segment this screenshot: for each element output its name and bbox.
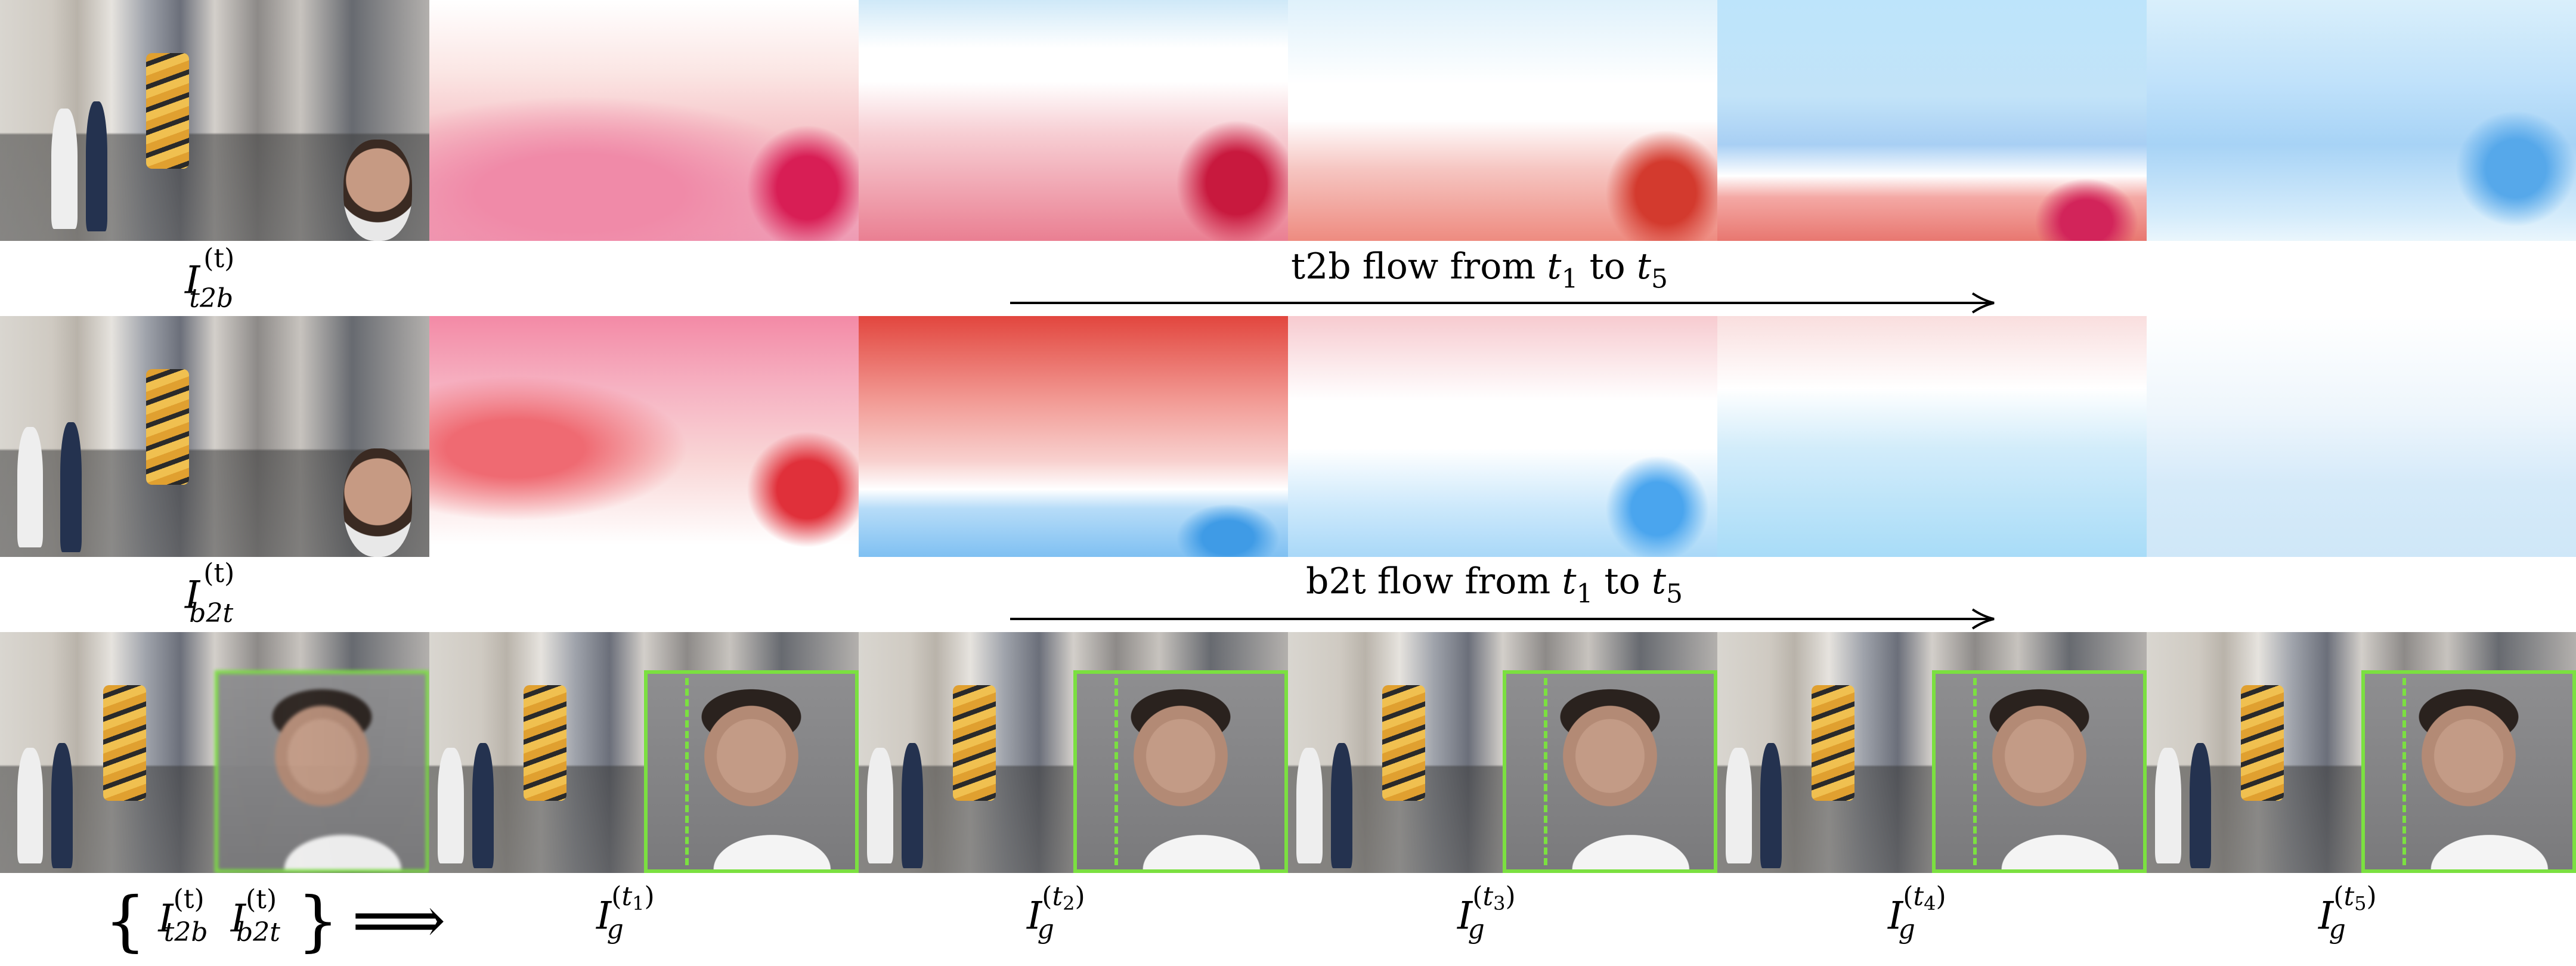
output-t5-sub: g <box>2329 914 2346 945</box>
b2t-flow-t2 <box>859 316 1288 557</box>
input-set-label: { I(t)t2b I(t)b2t } <box>104 883 404 959</box>
b2t-caption-to-var: t <box>1651 561 1666 602</box>
output-t2-sup-sub: 2 <box>1063 892 1075 915</box>
output-t3-base: I <box>1457 894 1473 939</box>
b2t-flow-t4 <box>1717 316 2147 557</box>
output-t3-sub: g <box>1467 914 1485 945</box>
t2b-caption-from-var: t <box>1547 246 1562 287</box>
generated-frame-t4 <box>1717 632 2147 873</box>
b2t-label: I(t) b2t <box>185 558 275 628</box>
b2t-caption-text: b2t flow from <box>1306 561 1562 602</box>
t2b-flow-caption: t2b flow from t1 to t5 <box>1291 246 1668 294</box>
t2b-flow-t2 <box>859 0 1288 241</box>
output-t5-sup: (t5) <box>2333 881 2377 915</box>
face-inset-t5 <box>2361 670 2576 873</box>
input-set-second-sup: (t) <box>246 884 277 915</box>
output-t1-sub: g <box>606 914 624 945</box>
output-t2-sub: g <box>1037 914 1054 945</box>
output-t1-sup-var: t <box>621 881 633 912</box>
input-set-open-brace: { <box>104 883 146 959</box>
b2t-flow-caption: b2t flow from t1 to t5 <box>1306 561 1683 609</box>
generated-frame-t2 <box>859 632 1288 873</box>
output-label-t4: I(t4)g <box>1888 881 1963 945</box>
output-t1-sup: (t1) <box>611 881 655 915</box>
t2b-label-sub: t2b <box>189 283 234 314</box>
output-t5-sup-sub: 5 <box>2354 892 2367 915</box>
input-set-second-base: I <box>230 897 246 942</box>
t2b-caption-to-sub: 5 <box>1651 264 1668 295</box>
output-t3-sup-sub: 3 <box>1493 892 1506 915</box>
input-set-first-sup: (t) <box>173 884 205 915</box>
output-t2-sup-var: t <box>1052 881 1063 912</box>
output-t5-base: I <box>2318 894 2334 939</box>
t2b-flow-t3 <box>1288 0 1717 241</box>
b2t-flow-t3 <box>1288 316 1717 557</box>
input-set-first-base: I <box>158 897 174 942</box>
output-label-t5: I(t5)g <box>2318 881 2394 945</box>
b2t-flow-t5 <box>2147 316 2576 557</box>
b2t-caption-to-sub: 5 <box>1665 578 1683 609</box>
b2t-label-base: I <box>185 573 200 618</box>
generated-frame-t5 <box>2147 632 2576 873</box>
t2b-caption-text: t2b flow from <box>1291 246 1547 287</box>
output-t1-base: I <box>596 894 612 939</box>
generated-frame-input <box>0 632 429 873</box>
input-set-first-sub: t2b <box>163 917 208 948</box>
b2t-flow-arrow <box>1010 608 1995 630</box>
output-t2-sup: (t2) <box>1042 881 1085 915</box>
t2b-label: I(t) t2b <box>185 243 275 314</box>
implies-arrow: ⟹ <box>352 887 446 953</box>
b2t-caption-to-word: to <box>1593 561 1652 602</box>
t2b-label-base: I <box>185 258 200 303</box>
output-t4-sup-var: t <box>1913 881 1924 912</box>
t2b-flow-t5 <box>2147 0 2576 241</box>
input-set-second-sub: b2t <box>236 917 280 948</box>
output-t4-sup: (t4) <box>1903 881 1946 915</box>
blended-face-inset <box>215 670 429 873</box>
t2b-caption-from-sub: 1 <box>1561 264 1578 295</box>
b2t-caption-from-var: t <box>1562 561 1577 602</box>
b2t-label-sub: b2t <box>189 597 234 628</box>
t2b-flow-t1 <box>429 0 859 241</box>
output-t3-sup-var: t <box>1482 881 1494 912</box>
output-t4-base: I <box>1888 894 1903 939</box>
generated-frame-t3 <box>1288 632 1717 873</box>
t2b-caption-to-var: t <box>1636 246 1651 287</box>
output-label-t2: I(t2)g <box>1027 881 1102 945</box>
b2t-caption-from-sub: 1 <box>1576 578 1593 609</box>
t2b-flow-t4 <box>1717 0 2147 241</box>
implies-arrow-glyph: ⟹ <box>352 882 446 958</box>
b2t-label-sup: (t) <box>203 558 235 589</box>
output-label-t3: I(t3)g <box>1457 881 1532 945</box>
output-t4-sub: g <box>1898 914 1915 945</box>
generated-frame-t1 <box>429 632 859 873</box>
output-t5-sup-var: t <box>2343 881 2355 912</box>
t2b-flow-arrow <box>1010 292 1995 314</box>
t2b-input-frame <box>0 0 429 241</box>
output-t2-base: I <box>1027 894 1042 939</box>
t2b-label-sup: (t) <box>203 243 235 274</box>
output-t3-sup: (t3) <box>1472 881 1516 915</box>
input-set-close-brace: } <box>297 883 339 959</box>
face-inset-t3 <box>1503 670 1717 873</box>
output-t4-sup-sub: 4 <box>1924 892 1936 915</box>
face-inset-t1 <box>644 670 859 873</box>
face-inset-t2 <box>1073 670 1288 873</box>
face-inset-t4 <box>1932 670 2147 873</box>
b2t-flow-t1 <box>429 316 859 557</box>
output-t1-sup-sub: 1 <box>632 892 645 915</box>
t2b-caption-to-word: to <box>1578 246 1637 287</box>
b2t-input-frame <box>0 316 429 557</box>
output-label-t1: I(t1)g <box>596 881 671 945</box>
